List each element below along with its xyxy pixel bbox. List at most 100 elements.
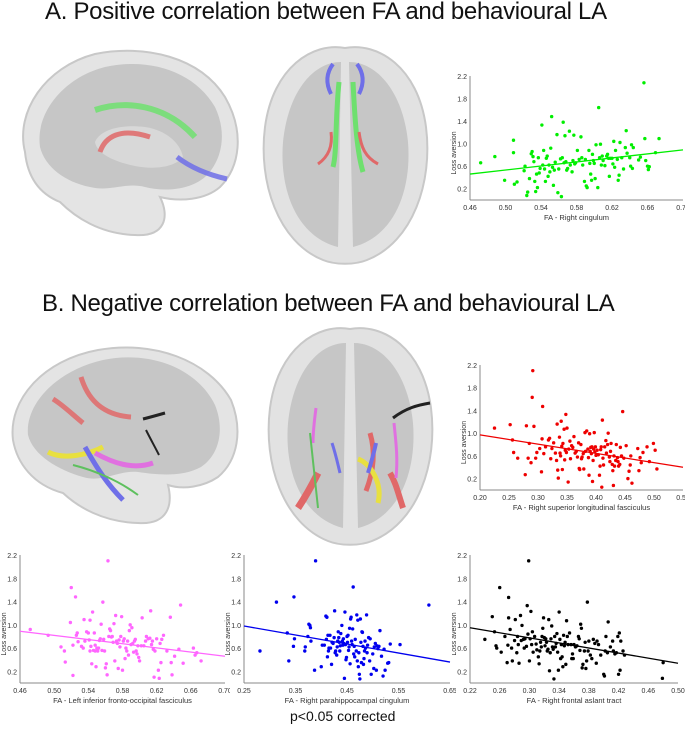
y-axis-label: Loss aversion	[451, 131, 458, 174]
x-tick-label: 0.42	[612, 688, 626, 695]
data-point	[369, 672, 373, 676]
data-point	[367, 659, 372, 663]
data-point	[562, 458, 567, 462]
x-tick-label: 0.34	[552, 688, 566, 695]
data-point	[564, 619, 569, 623]
data-point	[520, 623, 524, 628]
data-point	[181, 661, 185, 665]
data-point	[582, 649, 587, 653]
data-point	[101, 600, 105, 604]
data-point	[158, 641, 162, 646]
data-point	[610, 639, 615, 643]
data-point	[589, 172, 593, 176]
data-point	[612, 464, 617, 468]
data-point	[379, 654, 384, 658]
data-point	[108, 628, 113, 633]
data-point	[548, 170, 552, 174]
data-point	[359, 640, 363, 644]
data-point	[165, 649, 169, 653]
data-point	[585, 429, 589, 433]
data-point	[372, 666, 376, 671]
data-point	[608, 459, 612, 464]
data-point	[356, 618, 360, 622]
data-point	[581, 163, 585, 167]
data-point	[133, 637, 138, 642]
data-point	[645, 445, 649, 449]
x-tick-label: 0.20	[473, 495, 487, 502]
data-point	[107, 634, 111, 639]
data-point	[549, 146, 553, 150]
data-point	[506, 643, 510, 647]
data-point	[92, 631, 97, 635]
data-point	[88, 649, 92, 653]
data-point	[596, 105, 601, 110]
data-point	[509, 646, 514, 650]
data-point	[542, 451, 546, 456]
data-point	[651, 441, 656, 446]
data-point	[598, 447, 603, 452]
y-tick-label: 1.0	[467, 431, 477, 438]
data-point	[81, 646, 85, 650]
data-point	[530, 630, 535, 634]
data-point	[274, 600, 279, 604]
data-point	[552, 168, 557, 172]
data-point	[377, 644, 381, 649]
data-point	[350, 627, 355, 631]
data-point	[427, 603, 431, 607]
data-point	[90, 662, 94, 666]
x-tick-label: 0.50	[499, 205, 513, 212]
data-point	[553, 645, 558, 649]
data-point	[531, 650, 535, 654]
data-point	[616, 634, 620, 639]
data-point	[125, 649, 129, 653]
brain-axial-b	[267, 327, 434, 546]
data-point	[642, 81, 646, 85]
x-tick-label: 0.25	[502, 495, 516, 502]
y-tick-label: 0.2	[231, 669, 241, 676]
data-point	[541, 148, 546, 153]
y-tick-label: 1.8	[467, 386, 477, 393]
data-point	[556, 468, 560, 472]
x-tick-label: 0.35	[289, 688, 303, 695]
data-point	[119, 614, 124, 619]
data-point	[530, 395, 534, 400]
data-point	[135, 652, 139, 656]
data-point	[63, 660, 67, 664]
data-point	[570, 652, 575, 656]
data-point	[525, 603, 529, 608]
data-point	[518, 613, 523, 618]
data-point	[538, 649, 542, 653]
data-point	[558, 454, 563, 458]
data-point	[590, 152, 595, 157]
data-point	[534, 172, 539, 176]
y-axis-label: Loss aversion	[461, 421, 468, 464]
data-point	[583, 640, 587, 644]
data-point	[199, 659, 203, 663]
data-point	[103, 666, 108, 670]
data-point	[329, 662, 334, 667]
data-point	[567, 129, 572, 133]
data-point	[587, 148, 591, 153]
data-point	[582, 467, 586, 471]
data-point	[551, 647, 555, 651]
data-point	[584, 666, 588, 671]
data-point	[351, 585, 355, 589]
data-point	[312, 668, 317, 672]
y-tick-label: 1.4	[467, 408, 477, 415]
y-tick-label: 0.2	[457, 187, 467, 194]
data-point	[308, 626, 313, 630]
data-point	[578, 622, 583, 626]
data-point	[556, 190, 560, 195]
data-point	[336, 630, 340, 634]
data-point	[541, 626, 545, 631]
data-point	[618, 445, 623, 450]
data-point	[630, 481, 634, 485]
data-point	[601, 158, 605, 163]
data-point	[338, 644, 343, 648]
data-point	[341, 637, 346, 641]
data-point	[172, 654, 177, 658]
data-point	[580, 156, 584, 160]
data-point	[532, 634, 537, 639]
data-point	[617, 173, 621, 177]
data-point	[365, 651, 369, 655]
